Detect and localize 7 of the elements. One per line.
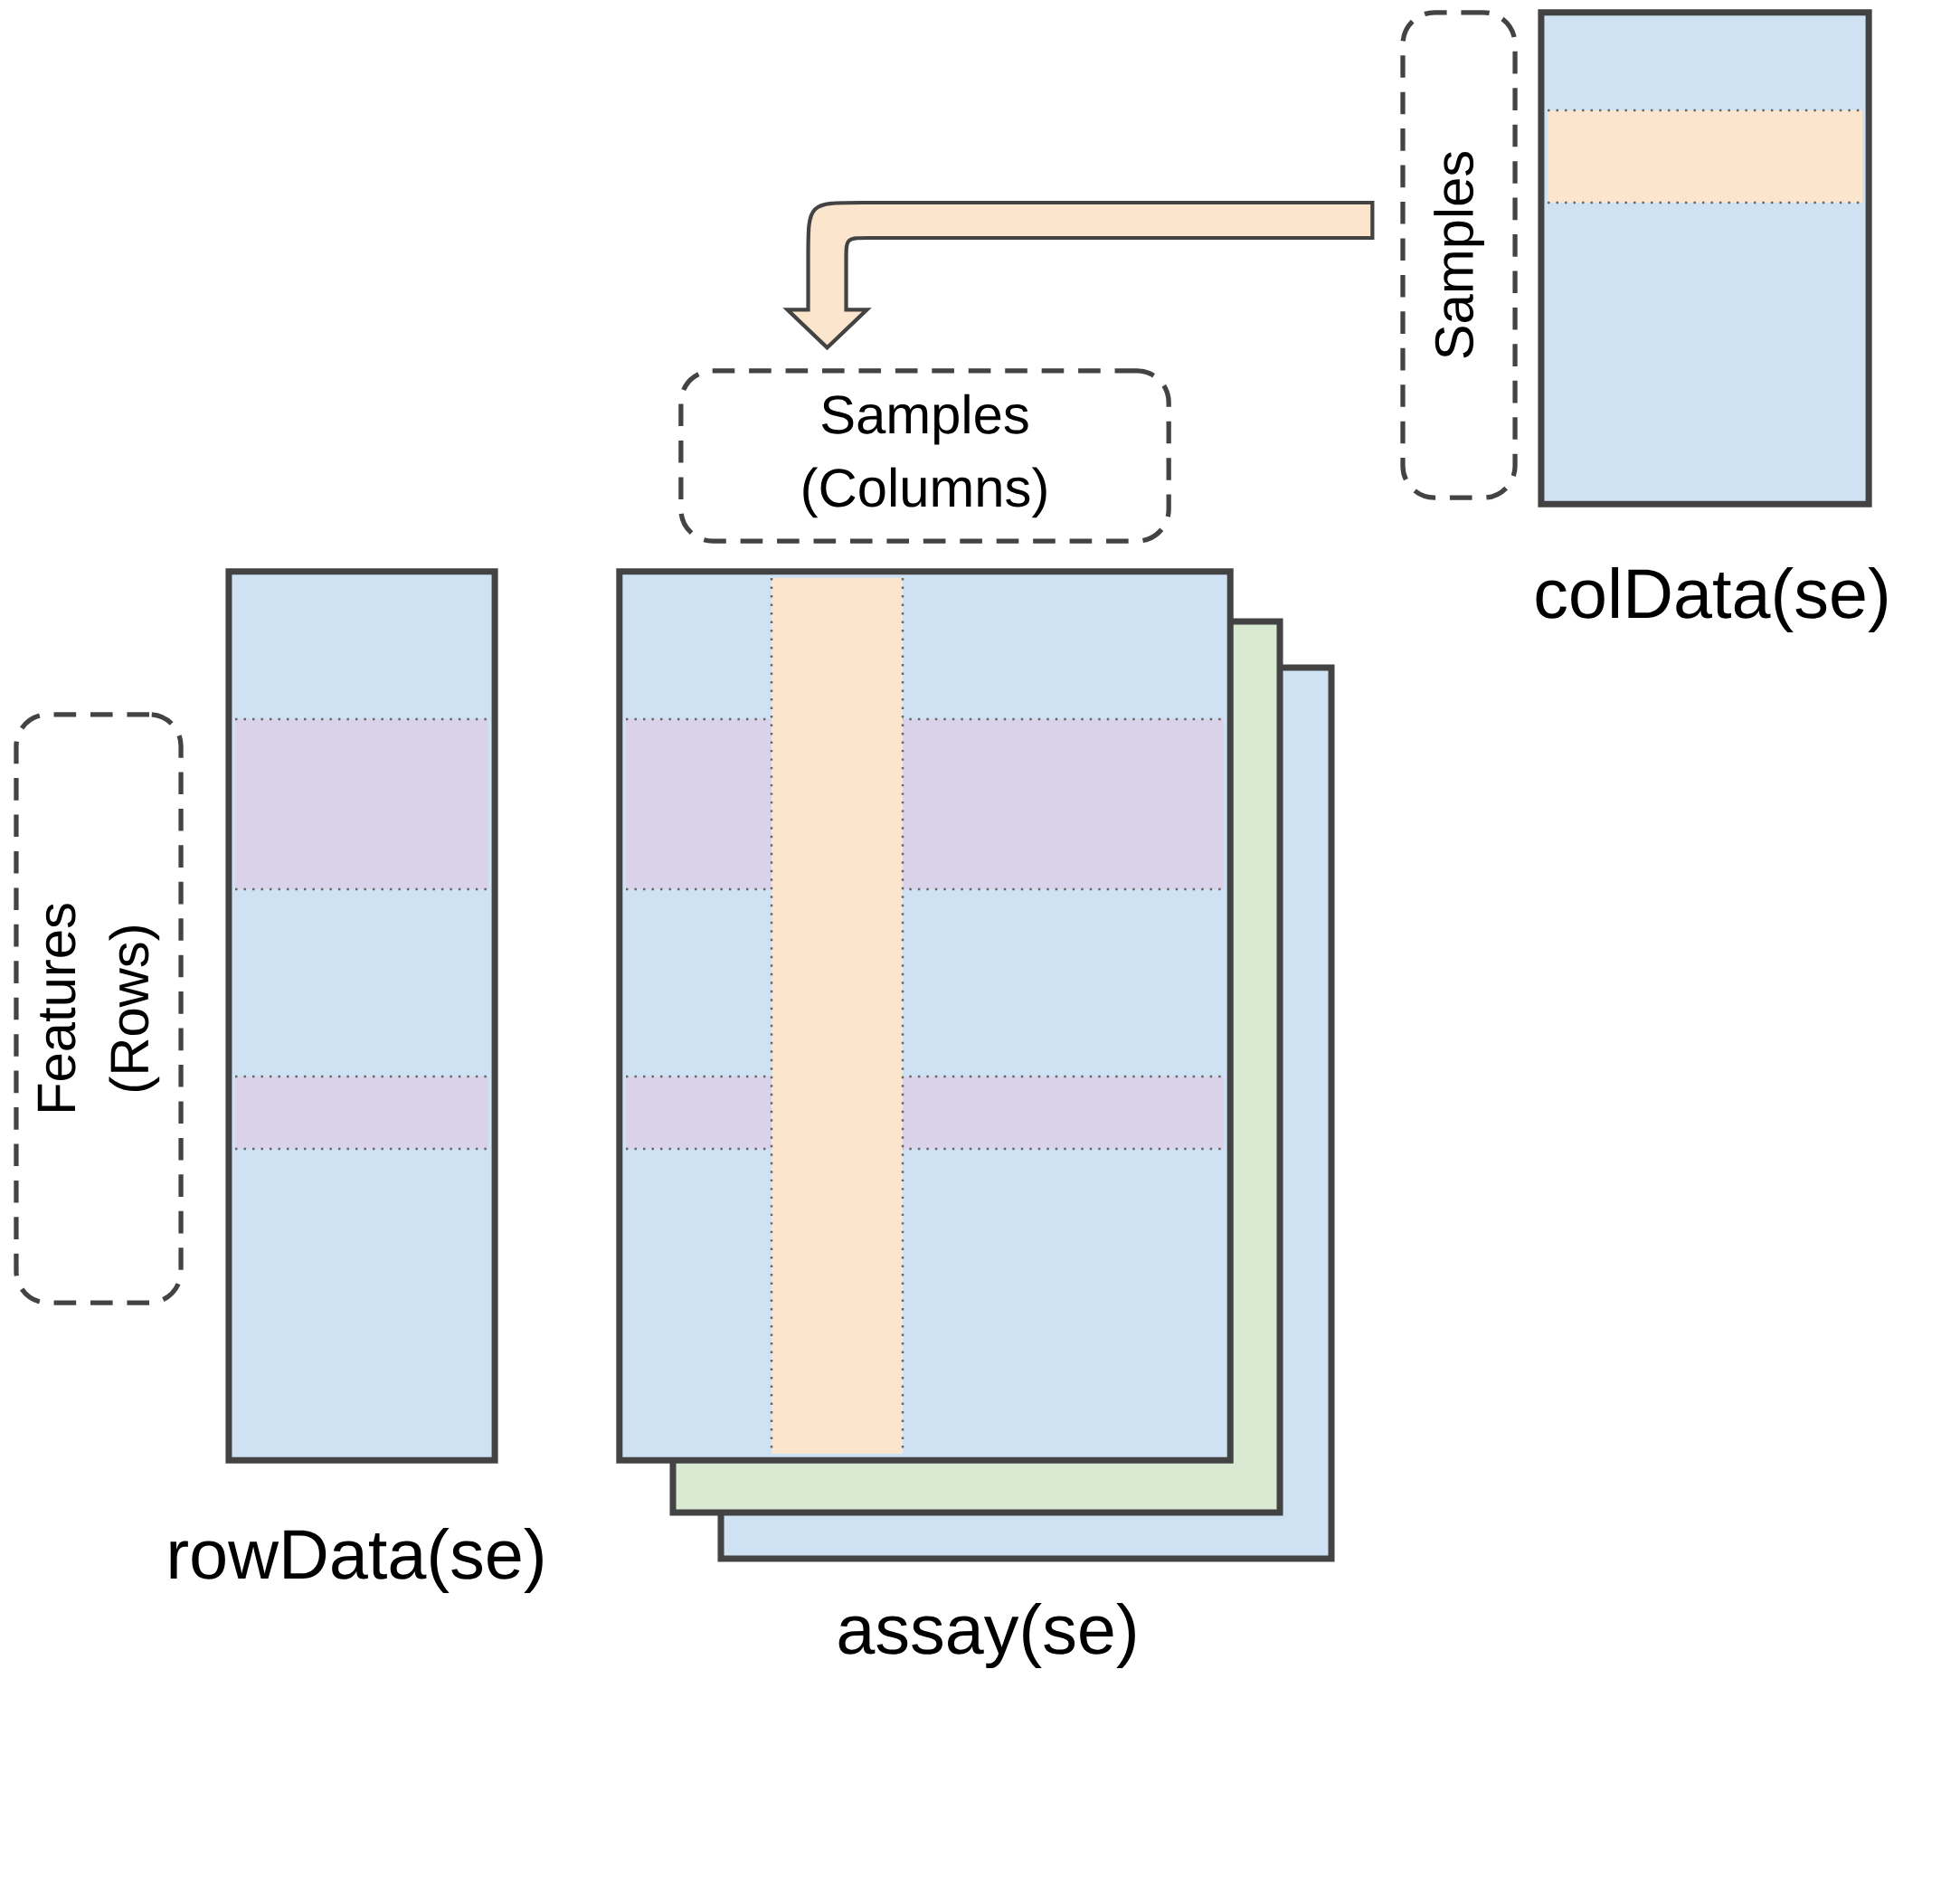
table-label: colData(se) (1536, 566, 1887, 632)
table-label: assay(se) (838, 1602, 1135, 1669)
arrow (785, 200, 1375, 350)
dashed-label-box: Samples (Columns) (678, 368, 1171, 544)
dashed-label-box: Features (Rows) (14, 712, 184, 1305)
table-label: rowData(se) (170, 1527, 543, 1594)
dashed-label-box: Samples (1400, 10, 1518, 500)
